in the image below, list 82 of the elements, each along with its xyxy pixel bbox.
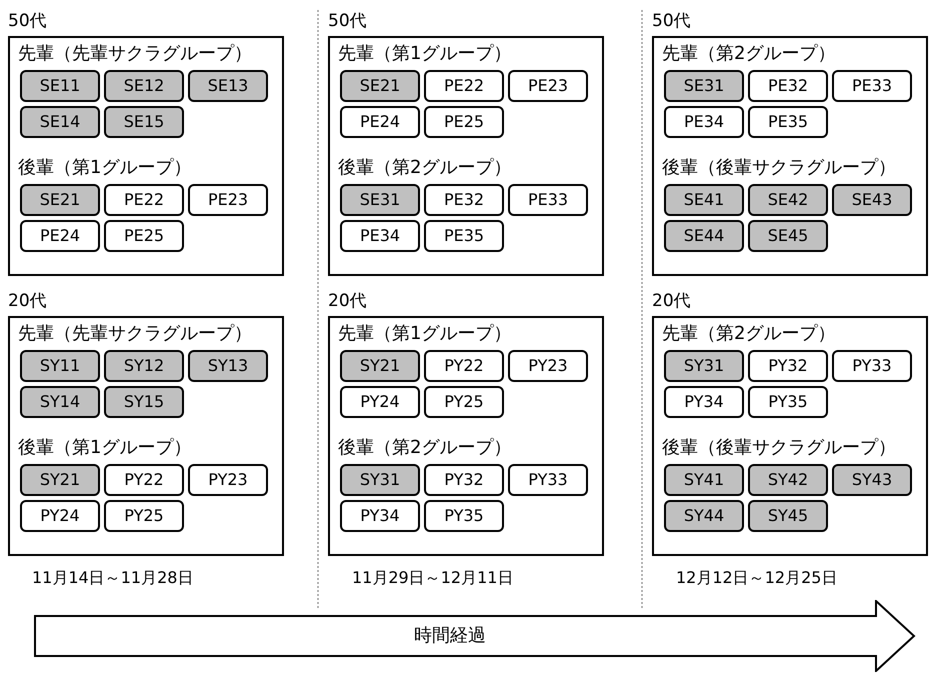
member-box: PY22	[104, 464, 184, 496]
age-heading: 50代	[652, 10, 691, 32]
age-heading: 20代	[8, 290, 47, 312]
member-box: PE23	[508, 70, 588, 102]
member-box: PY22	[424, 350, 504, 382]
member-box: PE24	[340, 106, 420, 138]
age-heading: 20代	[328, 290, 367, 312]
member-box: SE15	[104, 106, 184, 138]
group-heading: 後輩（第1グループ）	[18, 156, 192, 180]
member-box: PE25	[104, 220, 184, 252]
member-box: PY23	[508, 350, 588, 382]
member-box: SE21	[20, 184, 100, 216]
member-box: SY43	[832, 464, 912, 496]
member-box: SE31	[664, 70, 744, 102]
member-box: PY25	[104, 500, 184, 532]
group-heading: 先輩（第1グループ）	[338, 322, 512, 346]
group-heading: 先輩（第2グループ）	[662, 42, 836, 66]
member-box: PE33	[832, 70, 912, 102]
member-box: SE11	[20, 70, 100, 102]
member-box: PY34	[340, 500, 420, 532]
member-box: PY23	[188, 464, 268, 496]
date-range-label: 11月14日～11月28日	[32, 568, 194, 589]
member-box: SE44	[664, 220, 744, 252]
arrow-label: 時間経過	[414, 624, 486, 648]
age-heading: 50代	[328, 10, 367, 32]
group-heading: 先輩（先輩サクラグループ）	[18, 42, 252, 66]
member-box: PY24	[20, 500, 100, 532]
member-box: PE34	[340, 220, 420, 252]
date-range-label: 12月12日～12月25日	[676, 568, 838, 589]
member-box: PE34	[664, 106, 744, 138]
member-box: SY31	[664, 350, 744, 382]
group-heading: 後輩（第2グループ）	[338, 156, 512, 180]
member-box: SY21	[340, 350, 420, 382]
member-box: PY34	[664, 386, 744, 418]
member-box: PY32	[748, 350, 828, 382]
age-heading: 50代	[8, 10, 47, 32]
member-box: SE41	[664, 184, 744, 216]
group-heading: 先輩（第1グループ）	[338, 42, 512, 66]
member-box: SE42	[748, 184, 828, 216]
member-box: SY13	[188, 350, 268, 382]
member-box: SY15	[104, 386, 184, 418]
member-box: SY11	[20, 350, 100, 382]
age-heading: 20代	[652, 290, 691, 312]
member-box: SY14	[20, 386, 100, 418]
member-box: PE22	[424, 70, 504, 102]
member-box: SY44	[664, 500, 744, 532]
member-box: SE45	[748, 220, 828, 252]
member-box: SY45	[748, 500, 828, 532]
member-box: SE43	[832, 184, 912, 216]
member-box: SE21	[340, 70, 420, 102]
member-box: SY12	[104, 350, 184, 382]
member-box: SE13	[188, 70, 268, 102]
member-box: PY35	[424, 500, 504, 532]
member-box: SE12	[104, 70, 184, 102]
member-box: PE25	[424, 106, 504, 138]
member-box: PY24	[340, 386, 420, 418]
member-box: PE23	[188, 184, 268, 216]
member-box: PE35	[748, 106, 828, 138]
member-box: PY32	[424, 464, 504, 496]
member-box: PY33	[508, 464, 588, 496]
member-box: PY35	[748, 386, 828, 418]
member-box: PE33	[508, 184, 588, 216]
group-heading: 先輩（第2グループ）	[662, 322, 836, 346]
member-box: PE24	[20, 220, 100, 252]
group-heading: 先輩（先輩サクラグループ）	[18, 322, 252, 346]
member-box: SY31	[340, 464, 420, 496]
group-heading: 後輩（後輩サクラグループ）	[662, 156, 896, 180]
member-box: SE31	[340, 184, 420, 216]
group-heading: 後輩（第2グループ）	[338, 436, 512, 460]
member-box: SY41	[664, 464, 744, 496]
member-box: PY25	[424, 386, 504, 418]
member-box: SE14	[20, 106, 100, 138]
member-box: PY33	[832, 350, 912, 382]
group-heading: 後輩（第1グループ）	[18, 436, 192, 460]
member-box: PE32	[424, 184, 504, 216]
member-box: PE22	[104, 184, 184, 216]
member-box: SY21	[20, 464, 100, 496]
member-box: SY42	[748, 464, 828, 496]
member-box: PE35	[424, 220, 504, 252]
date-range-label: 11月29日～12月11日	[352, 568, 514, 589]
member-box: PE32	[748, 70, 828, 102]
group-heading: 後輩（後輩サクラグループ）	[662, 436, 896, 460]
